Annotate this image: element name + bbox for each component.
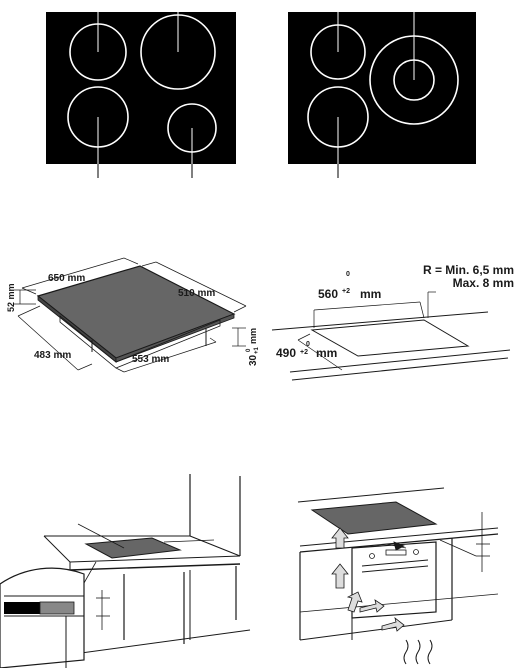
label-depth: 510 mm: [178, 288, 215, 299]
airflow-diagonal-arrow: [346, 591, 363, 613]
svg-text:0: 0: [246, 348, 252, 352]
cabinet-installation-drawing: [0, 474, 251, 668]
hob-dual-zone: [288, 0, 476, 178]
svg-text:mm: mm: [360, 287, 381, 301]
svg-text:30: 30: [248, 354, 259, 366]
callout-lines-left: [97, 0, 193, 164]
svg-text:0: 0: [346, 271, 350, 278]
svg-text:560: 560: [318, 287, 338, 301]
oven-installation-drawing: [297, 487, 499, 641]
airflow-inlet-arrow: [381, 616, 405, 632]
label-radius-max: Max. 8 mm: [453, 276, 514, 290]
svg-text:mm: mm: [316, 346, 337, 360]
svg-text:mm: mm: [248, 328, 258, 344]
worktop-cutout-drawing: 560 0 +2 mm 490 0 +2 mm R = Min. 6,5 mm …: [271, 263, 514, 381]
hob-panel-left: [46, 12, 236, 164]
airflow-arrows: [331, 527, 405, 632]
label-radius-min: R = Min. 6,5 mm: [423, 263, 514, 277]
airflow-inlet-arrow: [359, 599, 385, 613]
label-height: 52 mm: [6, 283, 16, 312]
detail-section: [4, 590, 110, 668]
svg-text:+2: +2: [342, 288, 350, 295]
hob-four-zone: [46, 0, 236, 178]
cutout-outline: [310, 319, 470, 357]
installed-hob-over-oven: [310, 501, 438, 535]
label-cut-depth: 483 mm: [34, 350, 71, 361]
label-cutout-depth: 490 0 +2 mm: [276, 341, 337, 360]
installed-hob: [84, 537, 182, 559]
detail-magnifier: [0, 567, 85, 668]
airflow-up-arrow: [331, 563, 349, 589]
callout-lines-right: [337, 0, 415, 164]
svg-text:490: 490: [276, 346, 296, 360]
hob-dimension-drawing: 650 mm 510 mm 52 mm 483 mm 553 mm 30 +1 …: [6, 257, 260, 373]
svg-text:+2: +2: [300, 349, 308, 356]
label-cutout-width: 560 0 +2 mm: [318, 271, 381, 301]
label-cut-width: 553 mm: [132, 354, 169, 365]
svg-text:+1: +1: [254, 346, 260, 354]
label-width: 650 mm: [48, 273, 85, 284]
air-waves: [403, 639, 433, 665]
label-recess: 30 +1 0 mm: [246, 328, 260, 366]
airflow-up-arrow: [331, 527, 349, 549]
hob-panel-right: [288, 12, 476, 164]
svg-text:0: 0: [306, 341, 310, 348]
